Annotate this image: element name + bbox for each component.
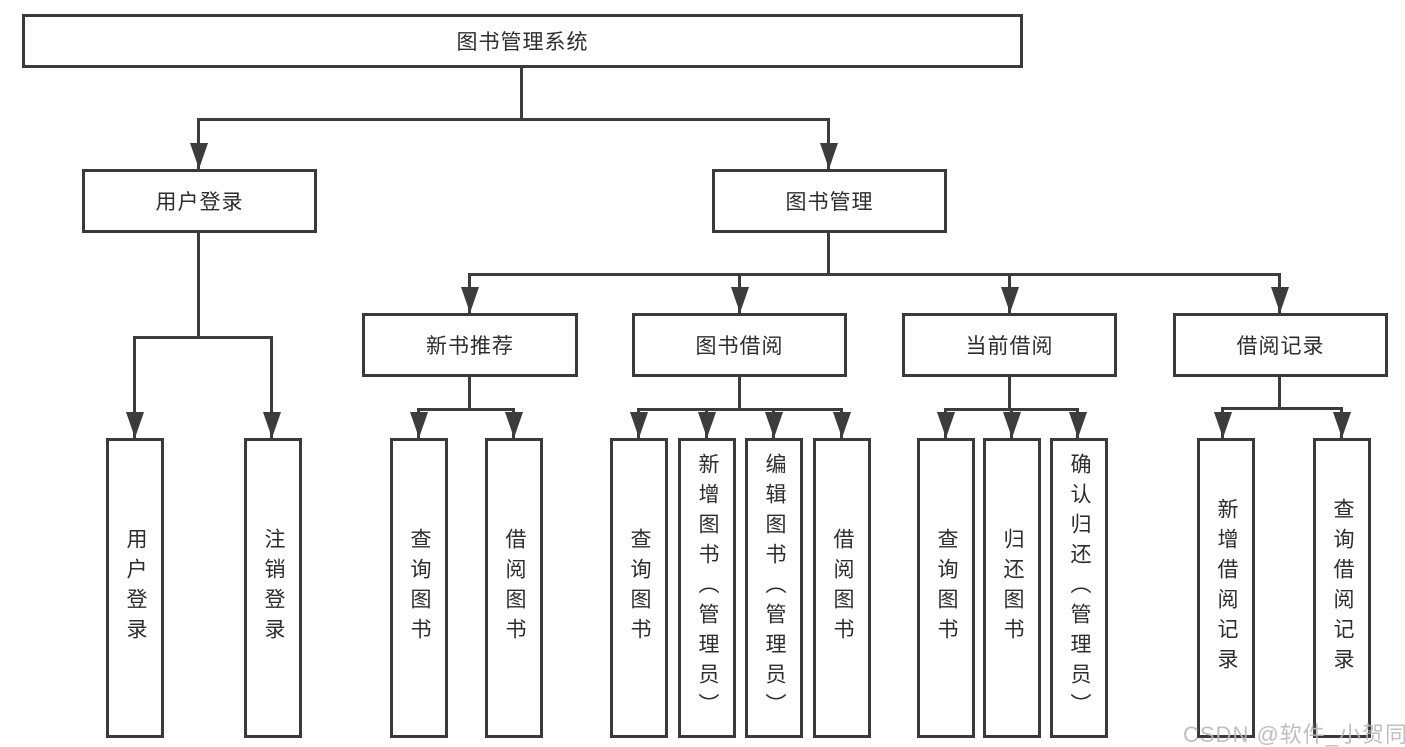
- leaf-borrow-add: 新增图书（管理员）: [678, 438, 736, 738]
- node-book-borrow: 图书借阅: [632, 313, 847, 377]
- node-current-borrow-label: 当前借阅: [965, 335, 1054, 358]
- connector-drop-login: [133, 336, 136, 438]
- leaf-user-login-label: 用户登录: [124, 528, 147, 648]
- leaf-borrow-borrow-label: 借阅图书: [831, 528, 854, 648]
- leaf-borrow-query: 查询图书: [610, 438, 668, 738]
- leaf-records-add: 新增借阅记录: [1197, 438, 1255, 738]
- leaf-newbooks-borrow-label: 借阅图书: [503, 528, 526, 648]
- leaf-borrow-edit: 编辑图书（管理员）: [745, 438, 803, 738]
- arrow-down-icon: [263, 412, 281, 438]
- connector-user-login-bar: [133, 336, 273, 339]
- arrow-down-icon: [698, 412, 716, 438]
- connector-book-borrow-bar: [637, 408, 843, 411]
- connector-book-mgmt-stem: [827, 233, 830, 273]
- leaf-newbooks-query: 查询图书: [390, 438, 448, 738]
- connector-book-borrow-stem: [738, 377, 741, 408]
- leaf-borrow-borrow: 借阅图书: [813, 438, 871, 738]
- arrow-down-icon: [820, 143, 838, 169]
- arrow-down-icon: [410, 412, 428, 438]
- leaf-logout-label: 注销登录: [262, 528, 285, 648]
- node-new-books-label: 新书推荐: [426, 335, 514, 358]
- arrow-down-icon: [731, 287, 749, 313]
- leaf-borrow-add-label: 新增图书（管理员）: [696, 453, 719, 723]
- leaf-current-return-label: 归还图书: [1001, 528, 1024, 648]
- leaf-newbooks-query-label: 查询图书: [408, 528, 431, 648]
- node-book-borrow-label: 图书借阅: [695, 335, 784, 358]
- node-borrow-records: 借阅记录: [1173, 313, 1388, 377]
- arrow-down-icon: [461, 287, 479, 313]
- node-root: 图书管理系统: [22, 14, 1023, 68]
- node-new-books: 新书推荐: [362, 313, 578, 377]
- leaf-current-confirm: 确认归还（管理员）: [1050, 438, 1108, 738]
- leaf-current-return: 归还图书: [983, 438, 1041, 738]
- node-root-label: 图书管理系统: [456, 31, 589, 54]
- connector-drop-logout: [270, 336, 273, 438]
- connector-book-mgmt-bar: [468, 273, 1281, 276]
- leaf-records-query: 查询借阅记录: [1313, 438, 1371, 738]
- connector-new-books-stem: [468, 377, 471, 408]
- leaf-current-confirm-label: 确认归还（管理员）: [1068, 453, 1091, 723]
- arrow-down-icon: [630, 412, 648, 438]
- arrow-down-icon: [1069, 412, 1087, 438]
- leaf-records-add-label: 新增借阅记录: [1215, 498, 1238, 678]
- arrow-down-icon: [1271, 287, 1289, 313]
- leaf-current-query: 查询图书: [917, 438, 975, 738]
- arrow-down-icon: [1001, 287, 1019, 313]
- leaf-records-query-label: 查询借阅记录: [1331, 498, 1354, 678]
- arrow-down-icon: [126, 412, 144, 438]
- arrow-down-icon: [1333, 412, 1351, 438]
- leaf-borrow-query-label: 查询图书: [628, 528, 651, 648]
- leaf-user-login: 用户登录: [106, 438, 164, 738]
- connector-root-stem: [520, 68, 523, 118]
- connector-user-login-stem: [197, 233, 200, 336]
- arrow-down-icon: [937, 412, 955, 438]
- leaf-logout: 注销登录: [244, 438, 302, 738]
- arrow-down-icon: [1214, 412, 1232, 438]
- node-user-login: 用户登录: [82, 169, 317, 233]
- connector-new-books-bar: [417, 408, 515, 411]
- arrow-down-icon: [1003, 412, 1021, 438]
- leaf-newbooks-borrow: 借阅图书: [485, 438, 543, 738]
- node-book-mgmt: 图书管理: [712, 169, 947, 233]
- node-book-mgmt-label: 图书管理: [785, 191, 874, 214]
- connector-borrow-records-bar: [1221, 407, 1342, 410]
- connector-borrow-records-stem: [1278, 377, 1281, 407]
- arrow-down-icon: [765, 412, 783, 438]
- node-borrow-records-label: 借阅记录: [1236, 335, 1325, 358]
- leaf-borrow-edit-label: 编辑图书（管理员）: [763, 453, 786, 723]
- connector-current-borrow-stem: [1008, 377, 1011, 408]
- node-user-login-label: 用户登录: [155, 191, 244, 214]
- arrow-down-icon: [190, 143, 208, 169]
- connector-root-bar: [197, 118, 830, 121]
- csdn-watermark: CSDN @软件_小贺同学: [1183, 722, 1405, 747]
- arrow-down-icon: [505, 412, 523, 438]
- arrow-down-icon: [833, 412, 851, 438]
- node-current-borrow: 当前借阅: [902, 313, 1117, 377]
- leaf-current-query-label: 查询图书: [935, 528, 958, 648]
